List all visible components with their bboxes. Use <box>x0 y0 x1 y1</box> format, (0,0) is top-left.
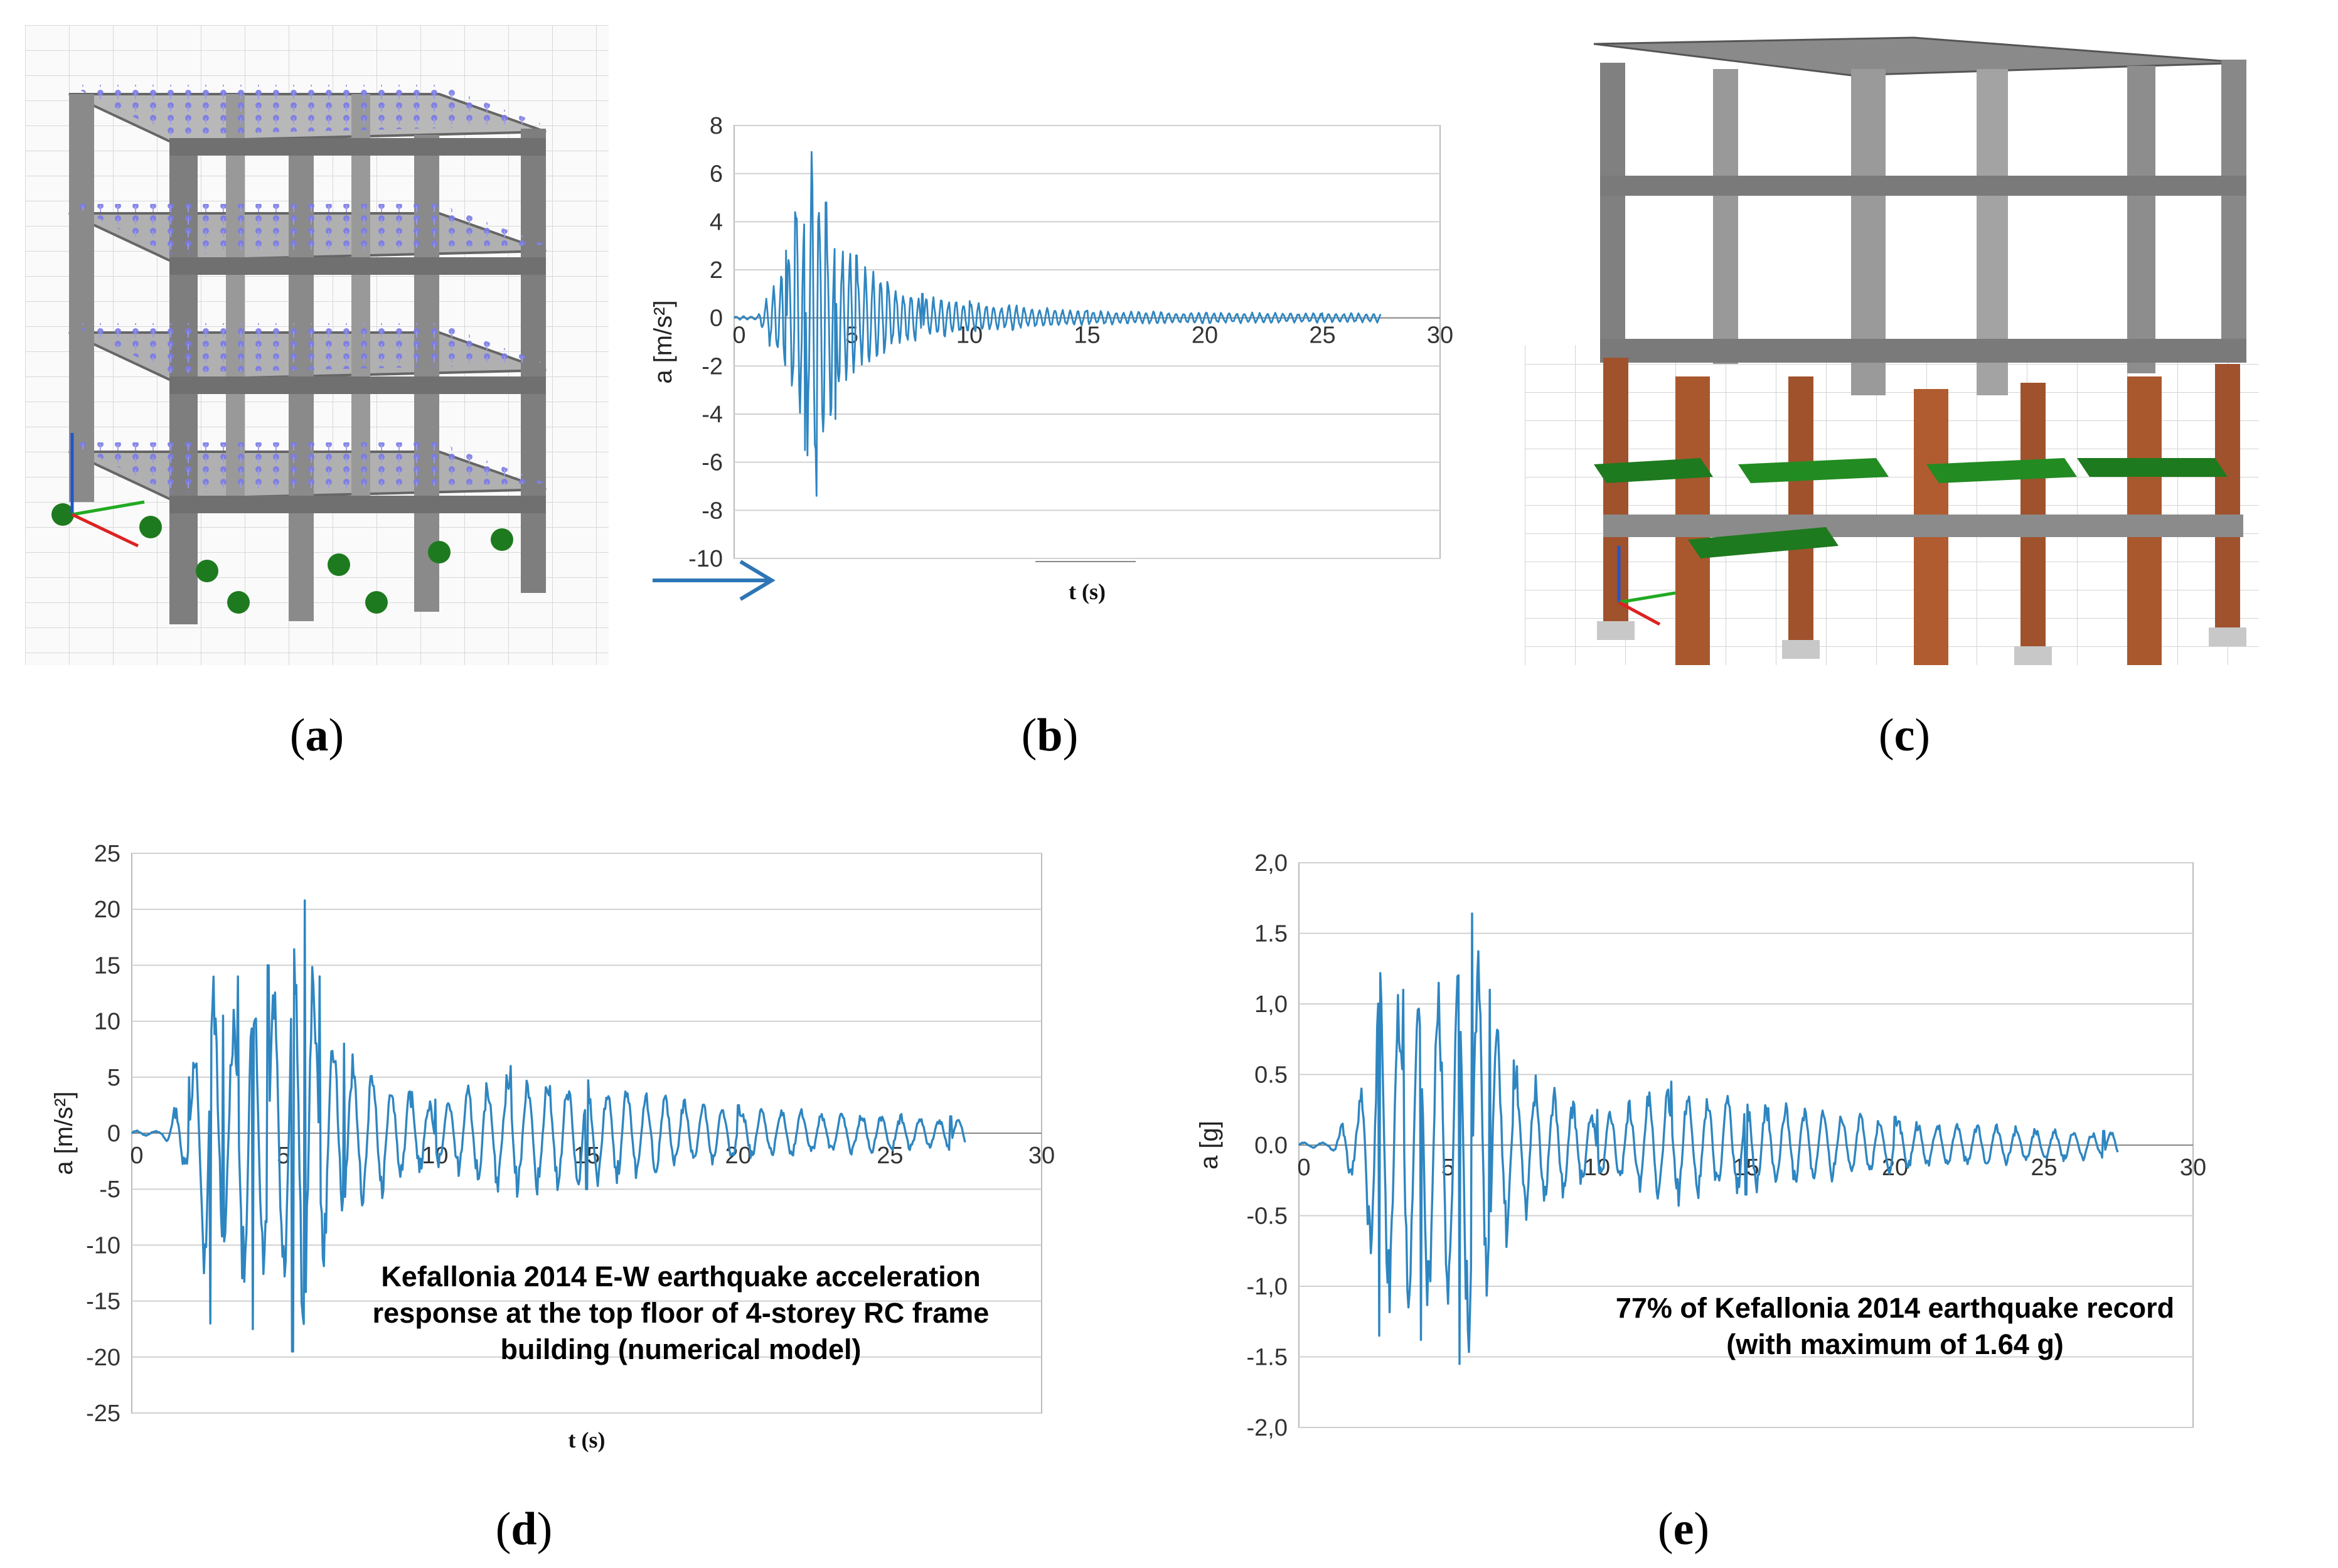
y-tick-label: 1.5 <box>1254 921 1288 947</box>
model-c-drawing <box>1525 25 2259 690</box>
annotation-line: Kefallonia 2014 E-W earthquake accelerat… <box>381 1261 980 1293</box>
x-tick-label: 10 <box>422 1143 448 1169</box>
y-tick-label: -25 <box>86 1400 120 1427</box>
y-tick-label: 0.0 <box>1254 1133 1288 1159</box>
y-tick-label: 0 <box>710 306 723 332</box>
panel-a-structural-model <box>25 25 609 665</box>
y-tick-label: 5 <box>107 1065 120 1091</box>
annotation-line: response at the top floor of 4-storey RC… <box>373 1297 990 1329</box>
x-tick-label: 20 <box>1192 323 1218 349</box>
caption-d: (d) <box>495 1503 553 1555</box>
caption-a: (a) <box>289 710 344 761</box>
x-tick-label: 15 <box>1074 323 1100 349</box>
y-tick-label: -10 <box>688 546 723 572</box>
x-tick-label: 0 <box>130 1143 143 1169</box>
frame-c <box>1593 36 2247 690</box>
x-tick-label: 30 <box>1427 323 1453 349</box>
annotation-line: 77% of Kefallonia 2014 earthquake record <box>1616 1292 2174 1324</box>
y-tick-label: 0.5 <box>1254 1062 1288 1089</box>
y-tick-label: -20 <box>86 1345 120 1371</box>
x-axis-label: t (s) <box>1069 579 1106 604</box>
y-tick-label: -1.5 <box>1247 1345 1288 1371</box>
y-tick-label: -1,0 <box>1247 1274 1288 1300</box>
y-tick-label: 25 <box>94 841 120 867</box>
y-axis-label: a [m/s²] <box>649 300 677 383</box>
x-tick-label: 0 <box>732 323 745 349</box>
x-tick-label: 30 <box>2180 1155 2206 1181</box>
caption-b: (b) <box>1021 710 1079 761</box>
y-tick-label: 15 <box>94 952 120 979</box>
y-axis-label: a [g] <box>1195 1121 1223 1170</box>
x-axis-label: t (s) <box>568 1427 606 1453</box>
panel-c-structural-model <box>1525 25 2259 690</box>
y-tick-label: 2,0 <box>1254 850 1288 877</box>
y-tick-label: 6 <box>710 161 723 188</box>
series-line <box>131 899 966 1353</box>
caption-c: (c) <box>1878 710 1931 761</box>
frame-a <box>51 85 547 624</box>
y-tick-label: 4 <box>710 209 723 235</box>
y-tick-label: 1,0 <box>1254 991 1288 1018</box>
x-tick-label: 25 <box>1309 323 1335 349</box>
y-tick-label: -0.5 <box>1247 1203 1288 1230</box>
y-tick-label: -2,0 <box>1247 1415 1288 1441</box>
annotation-line: building (numerical model) <box>500 1333 861 1365</box>
model-a-drawing <box>25 25 609 665</box>
x-tick-label: 25 <box>2031 1155 2057 1181</box>
y-tick-label: 8 <box>710 113 723 139</box>
y-tick-label: 20 <box>94 897 120 923</box>
series-line <box>1298 912 2119 1365</box>
y-tick-label: 2 <box>710 257 723 284</box>
x-tick-label: 30 <box>1028 1143 1055 1169</box>
y-tick-label: 0 <box>107 1121 120 1147</box>
y-tick-label: -8 <box>702 498 723 524</box>
y-tick-label: -5 <box>99 1176 120 1203</box>
y-tick-label: -10 <box>86 1232 120 1259</box>
y-tick-label: 10 <box>94 1009 120 1035</box>
annotation-line: (with maximum of 1.64 g) <box>1726 1328 2064 1360</box>
y-axis-label: a [m/s²] <box>50 1091 78 1175</box>
arrow-head-icon <box>739 560 776 601</box>
y-tick-label: -6 <box>702 450 723 476</box>
y-tick-label: -15 <box>86 1289 120 1315</box>
caption-e: (e) <box>1657 1503 1710 1555</box>
y-tick-label: -4 <box>702 402 723 428</box>
x-tick-label: 10 <box>1584 1155 1610 1181</box>
series-line <box>733 151 1382 497</box>
y-tick-label: -2 <box>702 353 723 380</box>
x-tick-label: 0 <box>1297 1155 1310 1181</box>
